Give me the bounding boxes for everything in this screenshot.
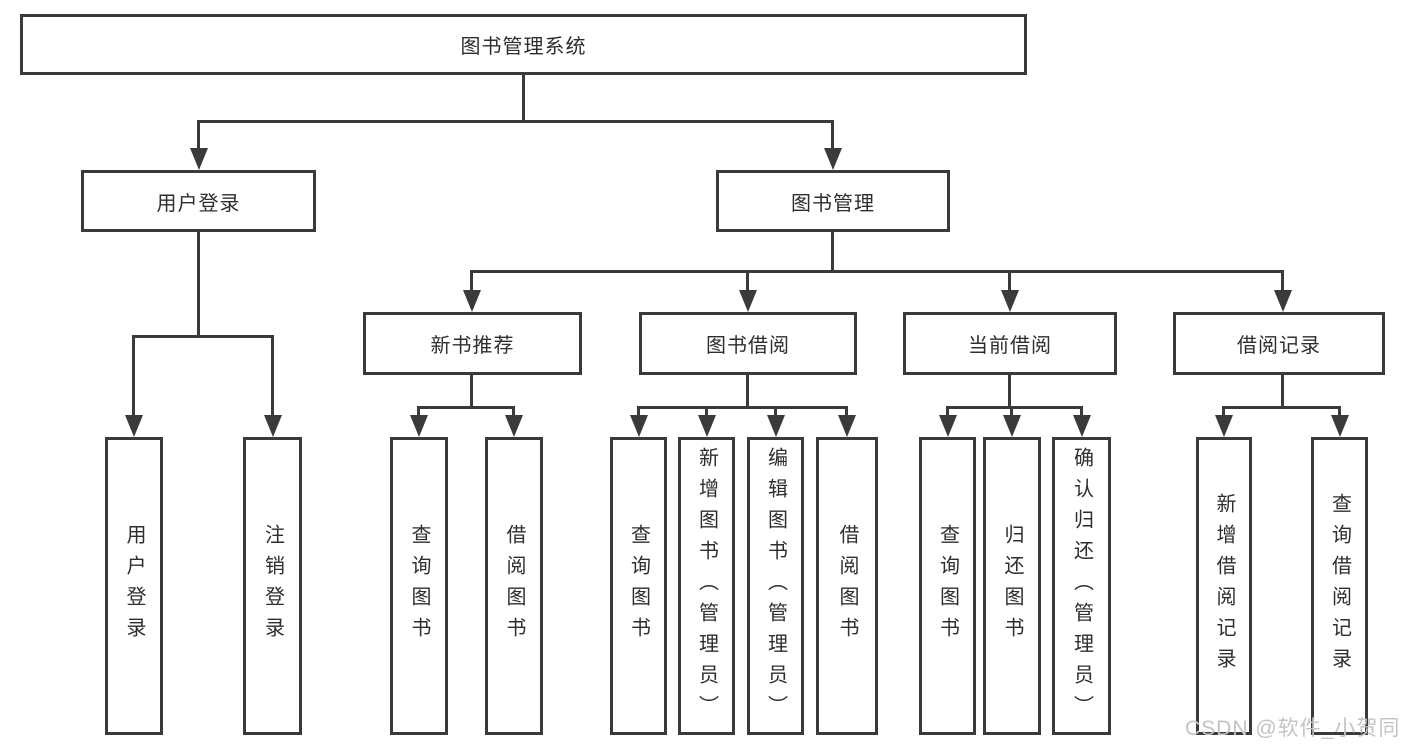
leaf-query-books-recommend: 查询图书	[390, 437, 448, 735]
leaf-add-books-admin: 新增图书（管理员）	[678, 437, 735, 735]
leaf-add-borrow-record: 新增借阅记录	[1196, 437, 1252, 735]
connector-line	[470, 270, 473, 290]
connector-line	[1008, 375, 1011, 406]
leaf-user-login: 用户登录	[105, 437, 163, 735]
arrow-down-icon	[698, 415, 716, 437]
connector-line	[522, 75, 525, 120]
node-borrow-records: 借阅记录	[1173, 312, 1385, 375]
arrow-down-icon	[824, 148, 842, 170]
arrow-down-icon	[739, 290, 757, 312]
arrow-down-icon	[767, 415, 785, 437]
node-book-management: 图书管理	[716, 170, 950, 232]
arrow-down-icon	[838, 415, 856, 437]
connector-line	[417, 406, 515, 409]
connector-line	[637, 406, 640, 415]
connector-line	[845, 406, 848, 415]
arrow-down-icon	[410, 415, 428, 437]
connector-line	[197, 232, 200, 335]
leaf-query-books-current: 查询图书	[919, 437, 976, 735]
connector-line	[417, 406, 420, 415]
connector-line	[1080, 406, 1083, 415]
connector-line	[132, 335, 273, 338]
connector-line	[774, 406, 777, 415]
node-library-system: 图书管理系统	[20, 14, 1027, 75]
leaf-borrow-books-recommend: 借阅图书	[485, 437, 543, 735]
connector-line	[746, 375, 749, 406]
arrow-down-icon	[630, 415, 648, 437]
connector-line	[1008, 270, 1011, 290]
connector-line	[746, 270, 749, 290]
leaf-edit-books-admin: 编辑图书（管理员）	[747, 437, 804, 735]
node-current-borrowing: 当前借阅	[903, 312, 1117, 375]
connector-line	[705, 406, 708, 415]
node-book-borrowing: 图书借阅	[639, 312, 857, 375]
arrow-down-icon	[1003, 415, 1021, 437]
leaf-borrow-books-borrowing: 借阅图书	[816, 437, 878, 735]
node-user-login: 用户登录	[81, 170, 316, 232]
leaf-query-books-borrowing: 查询图书	[610, 437, 667, 735]
connector-line	[831, 232, 834, 270]
connector-line	[1010, 406, 1013, 415]
arrow-down-icon	[1001, 290, 1019, 312]
arrow-down-icon	[264, 415, 282, 437]
connector-line	[637, 406, 848, 409]
arrow-down-icon	[1331, 415, 1349, 437]
arrow-down-icon	[1073, 415, 1091, 437]
connector-line	[197, 120, 200, 148]
connector-line	[1222, 406, 1225, 415]
node-new-book-recommend: 新书推荐	[363, 312, 582, 375]
leaf-confirm-return-admin: 确认归还（管理员）	[1052, 437, 1111, 735]
connector-line	[197, 120, 834, 123]
arrow-down-icon	[190, 148, 208, 170]
arrow-down-icon	[1274, 290, 1292, 312]
connector-line	[946, 406, 1083, 409]
connector-line	[470, 375, 473, 406]
connector-line	[512, 406, 515, 415]
connector-line	[1281, 270, 1284, 290]
connector-line	[271, 335, 274, 415]
connector-line	[946, 406, 949, 415]
arrow-down-icon	[125, 415, 143, 437]
csdn-watermark: CSDN @软件_小贺同学	[1185, 717, 1401, 740]
leaf-query-borrow-record: 查询借阅记录	[1311, 437, 1368, 735]
connector-line	[470, 270, 1284, 273]
arrow-down-icon	[1215, 415, 1233, 437]
leaf-return-books: 归还图书	[983, 437, 1041, 735]
leaf-logout: 注销登录	[243, 437, 302, 735]
arrow-down-icon	[939, 415, 957, 437]
arrow-down-icon	[463, 290, 481, 312]
arrow-down-icon	[505, 415, 523, 437]
connector-line	[1281, 375, 1284, 406]
connector-line	[1338, 406, 1341, 415]
connector-line	[132, 335, 135, 415]
connector-line	[831, 120, 834, 148]
connector-line	[1222, 406, 1341, 409]
